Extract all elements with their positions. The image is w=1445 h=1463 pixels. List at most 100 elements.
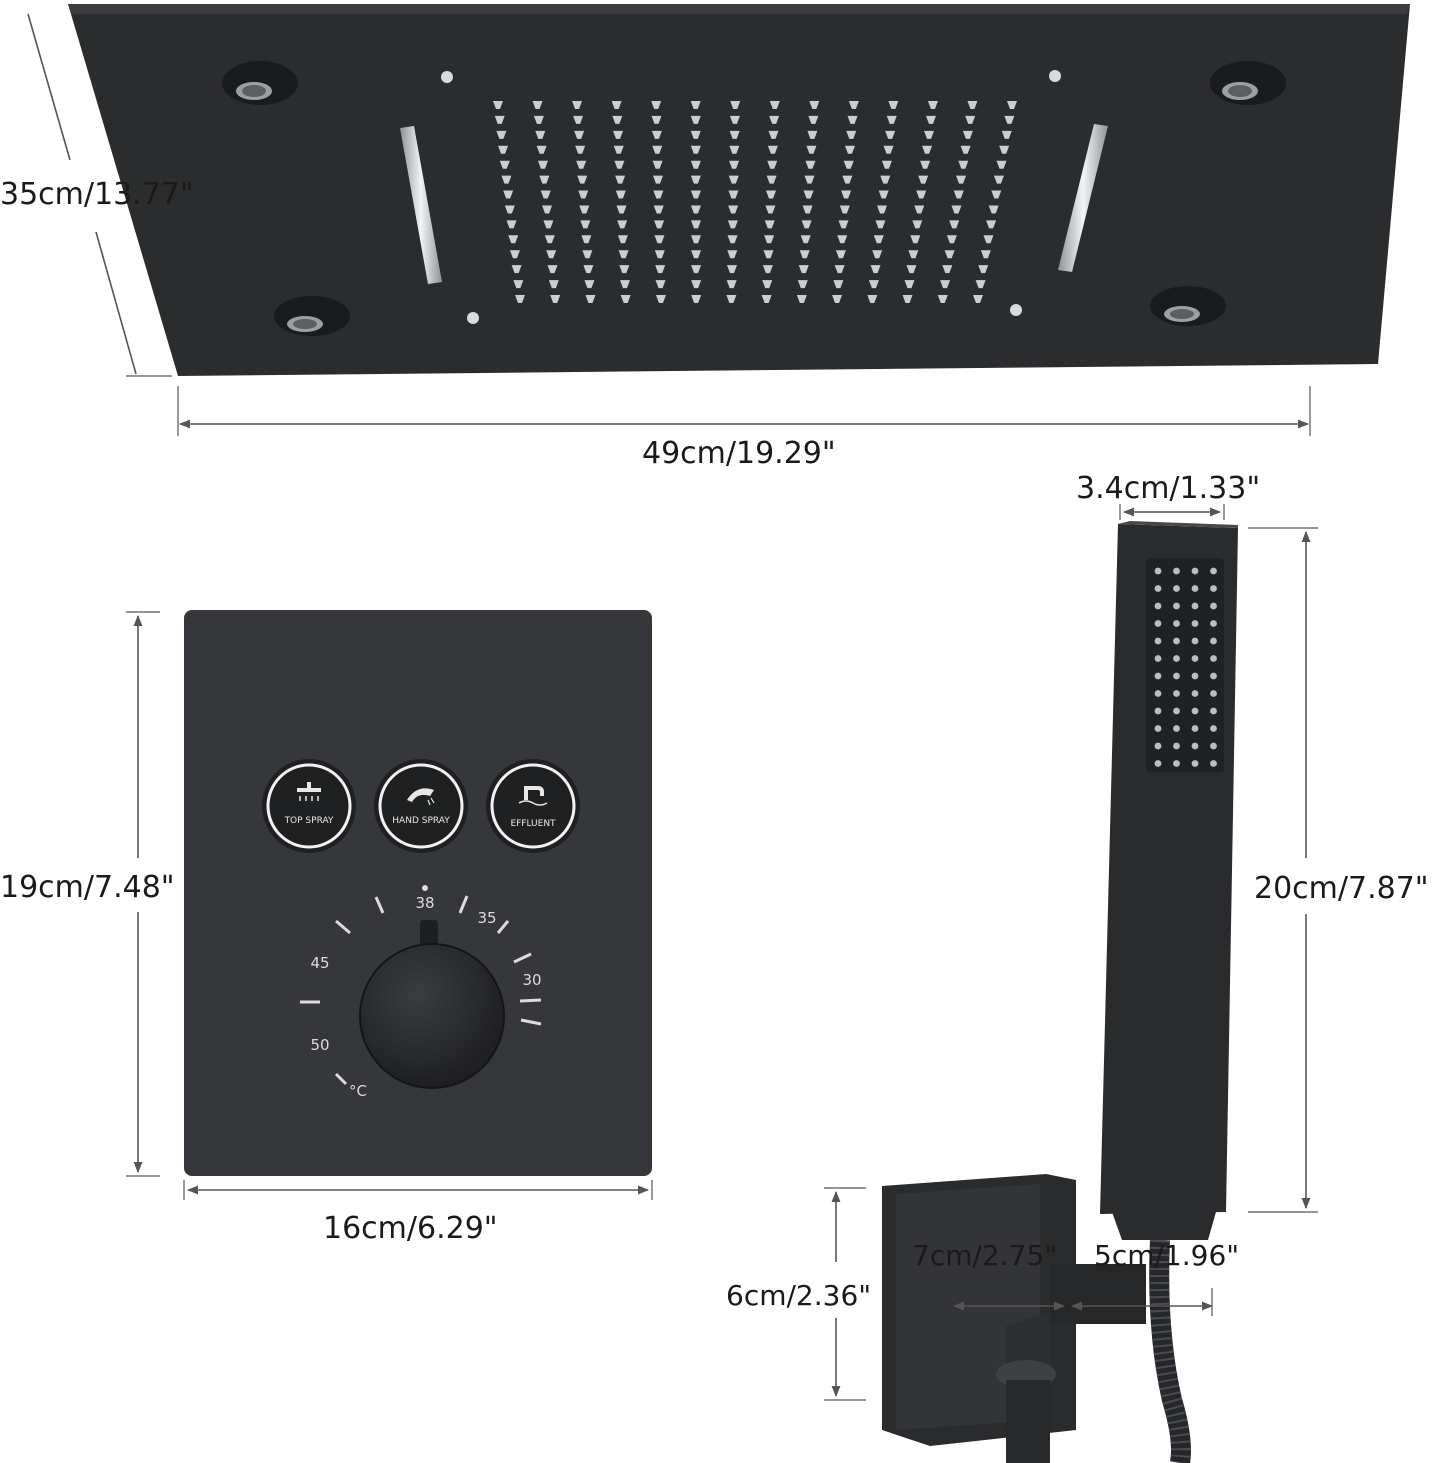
- rain-nozzle: [808, 115, 819, 124]
- rain-nozzle: [873, 235, 884, 244]
- rain-nozzle: [535, 130, 546, 139]
- panel-height-label: 19cm/7.48": [0, 870, 175, 905]
- rain-nozzle: [691, 280, 702, 289]
- rain-nozzle: [612, 115, 623, 124]
- handheld-nozzle: [1173, 760, 1180, 767]
- rain-nozzle: [796, 295, 807, 303]
- rain-nozzle: [920, 160, 931, 169]
- rain-nozzle: [766, 190, 777, 199]
- handheld-shower: [1100, 521, 1238, 1463]
- rain-nozzle: [550, 295, 561, 303]
- screw-cap: [1010, 304, 1022, 316]
- rain-nozzle: [729, 115, 740, 124]
- handheld-nozzle: [1191, 672, 1199, 680]
- rain-nozzle: [653, 205, 664, 214]
- handheld-nozzle: [1210, 620, 1217, 627]
- led-light-bottom-left: [274, 296, 350, 336]
- handheld-nozzle: [1191, 742, 1199, 750]
- rain-nozzle: [539, 175, 550, 184]
- rain-nozzle: [655, 295, 666, 303]
- rain-nozzle: [691, 250, 702, 259]
- rain-nozzle: [726, 280, 737, 289]
- rain-nozzle: [762, 280, 773, 289]
- rain-nozzle: [806, 145, 817, 154]
- rain-nozzle: [993, 175, 1004, 184]
- rain-nozzle: [802, 205, 813, 214]
- rain-nozzle: [582, 250, 593, 259]
- rain-nozzle: [544, 235, 555, 244]
- rain-nozzle: [946, 235, 957, 244]
- rain-nozzle: [498, 145, 509, 154]
- scale-tick: [458, 895, 469, 914]
- rain-nozzle: [767, 160, 778, 169]
- rain-nozzle: [838, 220, 849, 229]
- rain-nozzle: [652, 160, 663, 169]
- rain-nozzle: [833, 280, 844, 289]
- handheld-nozzle: [1173, 567, 1180, 575]
- rain-nozzle: [542, 205, 553, 214]
- rain-nozzle: [574, 130, 585, 139]
- rain-nozzle: [617, 220, 628, 229]
- rain-nozzle: [916, 190, 927, 199]
- thermostatic-control-panel: TOP SPRAY HAND SPRAY EFFLUENT: [184, 610, 652, 1176]
- rain-nozzle: [503, 190, 514, 199]
- rain-nozzle: [883, 145, 894, 154]
- rain-nozzle: [846, 130, 857, 139]
- hand-spray-button[interactable]: HAND SPRAY: [374, 759, 468, 853]
- top-spray-button[interactable]: TOP SPRAY: [262, 759, 356, 853]
- rain-nozzle: [763, 250, 774, 259]
- handheld-nozzle: [1191, 725, 1199, 732]
- handheld-nozzle: [1154, 690, 1162, 697]
- rain-nozzle: [944, 250, 955, 259]
- rain-nozzle: [515, 295, 525, 303]
- scale-tick: [335, 919, 351, 935]
- rain-nozzle: [547, 265, 558, 274]
- rain-nozzle: [837, 235, 848, 244]
- rain-nozzle: [803, 190, 814, 199]
- handheld-nozzle: [1154, 725, 1162, 732]
- rain-nozzle: [1004, 115, 1015, 124]
- rain-nozzle: [575, 145, 586, 154]
- temperature-knob[interactable]: [359, 920, 505, 1089]
- handheld-nozzle: [1191, 585, 1199, 592]
- handheld-nozzle: [1154, 655, 1162, 662]
- rain-nozzle: [797, 280, 808, 289]
- rain-nozzle: [949, 220, 960, 229]
- rain-nozzle: [870, 265, 881, 274]
- handheld-nozzle: [1154, 760, 1162, 767]
- rain-head-depth-label: 35cm/13.77": [0, 177, 194, 212]
- rain-nozzle: [988, 205, 999, 214]
- scale-tick: [374, 896, 385, 914]
- handheld-nozzle: [1191, 637, 1199, 645]
- rain-nozzle: [867, 295, 878, 303]
- rain-nozzle: [691, 235, 702, 244]
- scale-tick: [513, 952, 532, 964]
- rain-nozzle: [881, 160, 892, 169]
- screw-cap: [1049, 70, 1061, 82]
- rain-nozzle: [727, 220, 738, 229]
- temp-mark-38: 38: [415, 894, 434, 912]
- rain-nozzle: [918, 175, 929, 184]
- rain-nozzle: [728, 175, 739, 184]
- effluent-button[interactable]: EFFLUENT: [486, 759, 580, 853]
- panel-width-label: 16cm/6.29": [323, 1211, 498, 1246]
- rain-nozzle: [765, 205, 776, 214]
- handheld-nozzle: [1210, 602, 1217, 610]
- scale-tick: [496, 920, 510, 934]
- rain-nozzle: [501, 175, 512, 184]
- rain-shower-icon: [297, 782, 321, 801]
- rain-nozzle: [690, 130, 701, 139]
- rain-nozzle: [494, 115, 505, 124]
- rain-nozzle: [572, 101, 583, 109]
- rain-nozzle: [513, 280, 524, 289]
- rain-nozzle: [537, 160, 548, 169]
- rain-nozzle: [962, 130, 973, 139]
- rain-nozzle: [727, 235, 738, 244]
- hand-spray-label: HAND SPRAY: [392, 816, 450, 826]
- dimension-line: [27, 13, 71, 161]
- rain-nozzle: [844, 145, 855, 154]
- rain-nozzle: [991, 190, 1002, 199]
- rain-nozzle: [620, 295, 631, 303]
- rain-nozzle: [875, 220, 886, 229]
- rain-nozzle: [654, 250, 665, 259]
